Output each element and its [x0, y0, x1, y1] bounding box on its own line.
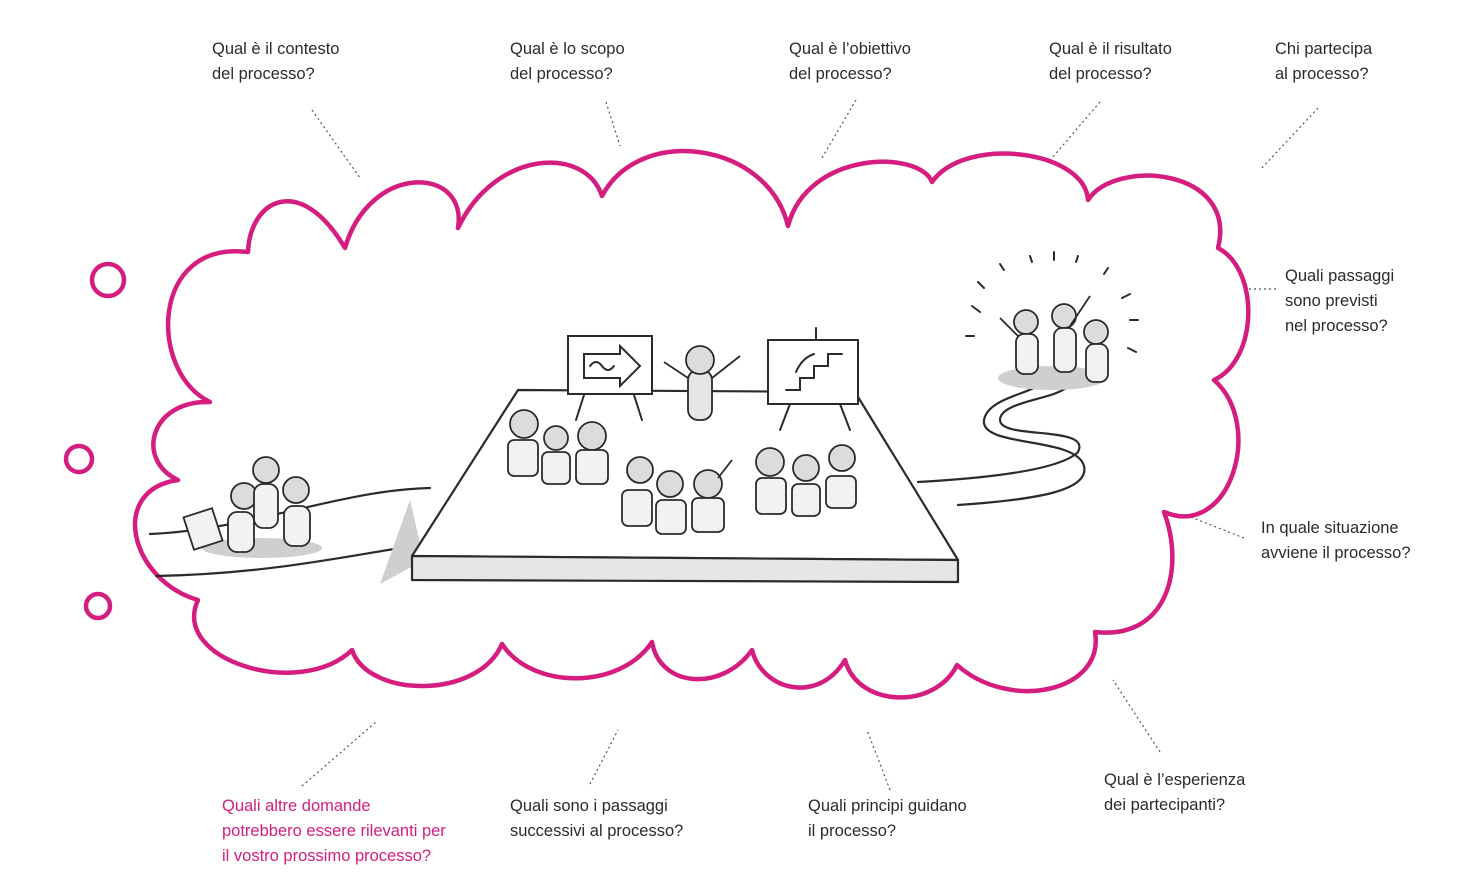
seated-group-center — [621, 456, 733, 535]
arrow-icon — [583, 343, 642, 389]
question-obiettivo: Qual è l’obiettivo del processo? — [789, 40, 911, 83]
stairs-arrow-icon — [795, 353, 815, 373]
leader-altre-domande — [301, 721, 377, 787]
platform-side — [410, 554, 960, 584]
question-risultato: Qual è il risultato del processo? — [1049, 40, 1172, 83]
leader-passaggi-successivi — [589, 729, 619, 785]
seated-group-right — [755, 444, 857, 517]
platform-top — [410, 388, 960, 562]
thought-bubble-large — [89, 261, 127, 299]
question-passaggi-successivi: Quali sono i passaggi successivi al proc… — [510, 797, 684, 840]
leader-contesto — [311, 109, 361, 179]
leader-lines — [301, 99, 1319, 791]
question-altre-domande: Quali altre domande potrebbero essere ri… — [222, 797, 446, 865]
leader-obiettivo — [821, 99, 857, 159]
question-esperienza: Qual è l’esperienza dei partecipanti? — [1104, 771, 1246, 814]
easel-stairs — [767, 327, 859, 431]
stairs-icon — [785, 353, 843, 391]
easel-right-leg-1 — [779, 403, 791, 431]
leader-esperienza — [1112, 679, 1161, 753]
easel-right-leg-2 — [839, 403, 851, 431]
seated-group-left — [507, 409, 609, 485]
thought-bubble-medium — [63, 443, 95, 475]
facilitator-figure — [663, 345, 741, 421]
platform — [410, 388, 960, 584]
question-scopo: Qual è lo scopo del processo? — [510, 40, 625, 83]
thought-cloud — [63, 148, 1251, 700]
question-partecipa: Chi partecipa al processo? — [1275, 40, 1373, 83]
question-principi: Quali principi guidano il processo? — [808, 797, 967, 840]
walking-group — [182, 456, 311, 553]
question-passaggi-previsti: Quali passaggi sono previsti nel process… — [1285, 267, 1395, 335]
question-contesto: Qual è il contesto del processo? — [212, 40, 340, 83]
easel-arrow — [567, 335, 653, 421]
cloud-outline — [132, 148, 1251, 700]
celebrating-group — [999, 295, 1109, 383]
people — [182, 251, 1139, 553]
leader-situazione — [1187, 515, 1245, 539]
thought-bubble-small — [83, 591, 113, 621]
easel-left-leg-1 — [575, 394, 585, 421]
leader-partecipa — [1259, 107, 1319, 171]
road-right-top — [916, 386, 1081, 484]
leader-risultato — [1051, 101, 1101, 159]
clipboard-icon — [182, 507, 224, 551]
leader-scopo — [605, 101, 621, 147]
leader-principi — [866, 729, 891, 791]
celebration-rays — [965, 251, 1139, 353]
road-right-bottom — [956, 382, 1086, 507]
question-situazione: In quale situazione avviene il processo? — [1261, 519, 1411, 562]
easel-left-leg-2 — [633, 394, 643, 421]
wave-icon — [589, 361, 615, 371]
